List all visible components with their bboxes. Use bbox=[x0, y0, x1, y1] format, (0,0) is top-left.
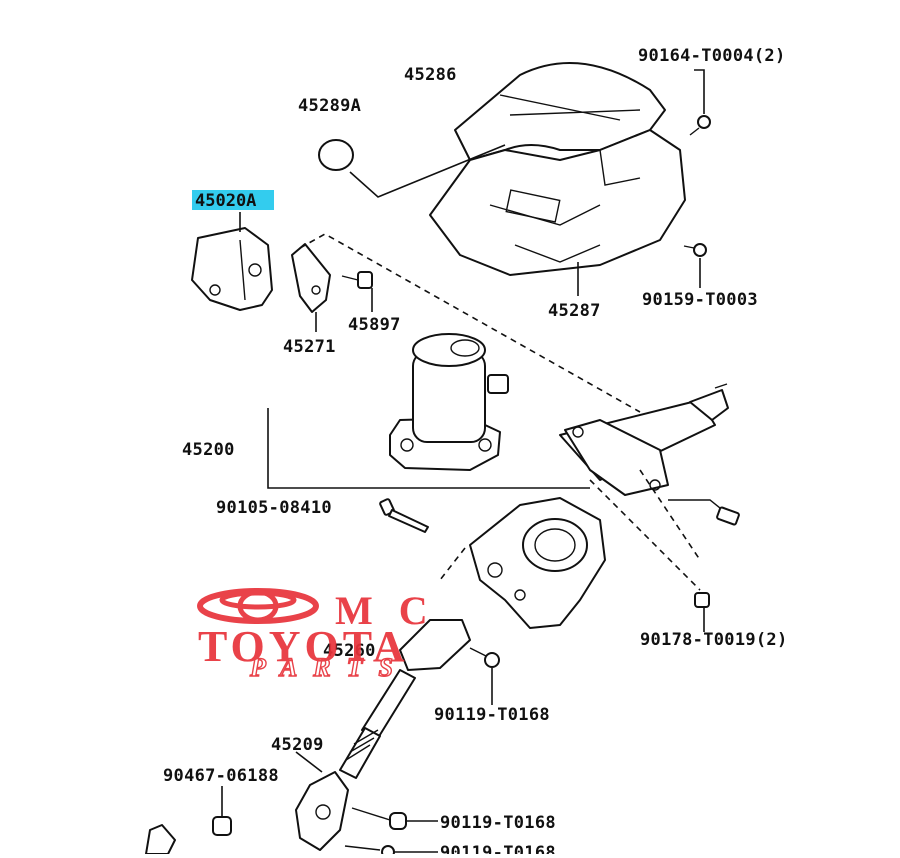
bolt-90119-lower bbox=[344, 807, 407, 858]
watermark: MC TOYOTA PARTS bbox=[197, 588, 454, 683]
cap-45289A bbox=[318, 139, 354, 171]
label-45209: 45209 bbox=[271, 735, 324, 755]
bracket-45020A bbox=[191, 227, 273, 311]
label-90119-c: 90119-T0168 bbox=[440, 843, 556, 854]
bracket-45271 bbox=[291, 243, 331, 313]
label-90119-b: 90119-T0168 bbox=[440, 813, 556, 833]
watermark-line1: MC bbox=[335, 588, 454, 633]
toyota-logo bbox=[197, 588, 319, 624]
label-45287: 45287 bbox=[548, 301, 601, 321]
bolt-90119-upper bbox=[469, 647, 500, 668]
motor bbox=[389, 333, 509, 471]
label-90159: 90159-T0003 bbox=[642, 290, 758, 310]
label-45200: 45200 bbox=[182, 440, 235, 460]
screw-90159 bbox=[683, 243, 707, 257]
nut-90178 bbox=[694, 592, 710, 608]
label-90467: 90467-06188 bbox=[163, 766, 279, 786]
label-90178: 90178-T0019(2) bbox=[640, 630, 788, 650]
label-45286: 45286 bbox=[404, 65, 457, 85]
leader-lines bbox=[221, 69, 705, 853]
label-90119-a: 90119-T0168 bbox=[434, 705, 550, 725]
universal-joint-45209 bbox=[295, 771, 349, 851]
intermediate-shaft-45260 bbox=[339, 619, 471, 779]
screw-90164 bbox=[689, 115, 711, 136]
label-45897: 45897 bbox=[348, 315, 401, 335]
clip-45897 bbox=[341, 271, 373, 289]
highlight-45020A bbox=[192, 190, 274, 210]
label-45020A: 45020A bbox=[195, 191, 256, 211]
grommet-90467 bbox=[145, 816, 232, 855]
bolt-90105 bbox=[379, 498, 429, 533]
column-cover-assembly bbox=[429, 62, 686, 276]
steering-column bbox=[469, 383, 740, 629]
dashed-guides bbox=[299, 233, 701, 591]
watermark-line2: TOYOTA bbox=[198, 622, 409, 671]
label-45260: 45260 bbox=[323, 641, 376, 661]
label-45289A: 45289A bbox=[298, 96, 361, 116]
watermark-line3: PARTS bbox=[249, 653, 409, 682]
label-90105: 90105-08410 bbox=[216, 498, 332, 518]
label-90164: 90164-T0004(2) bbox=[638, 46, 786, 66]
label-45271: 45271 bbox=[283, 337, 336, 357]
